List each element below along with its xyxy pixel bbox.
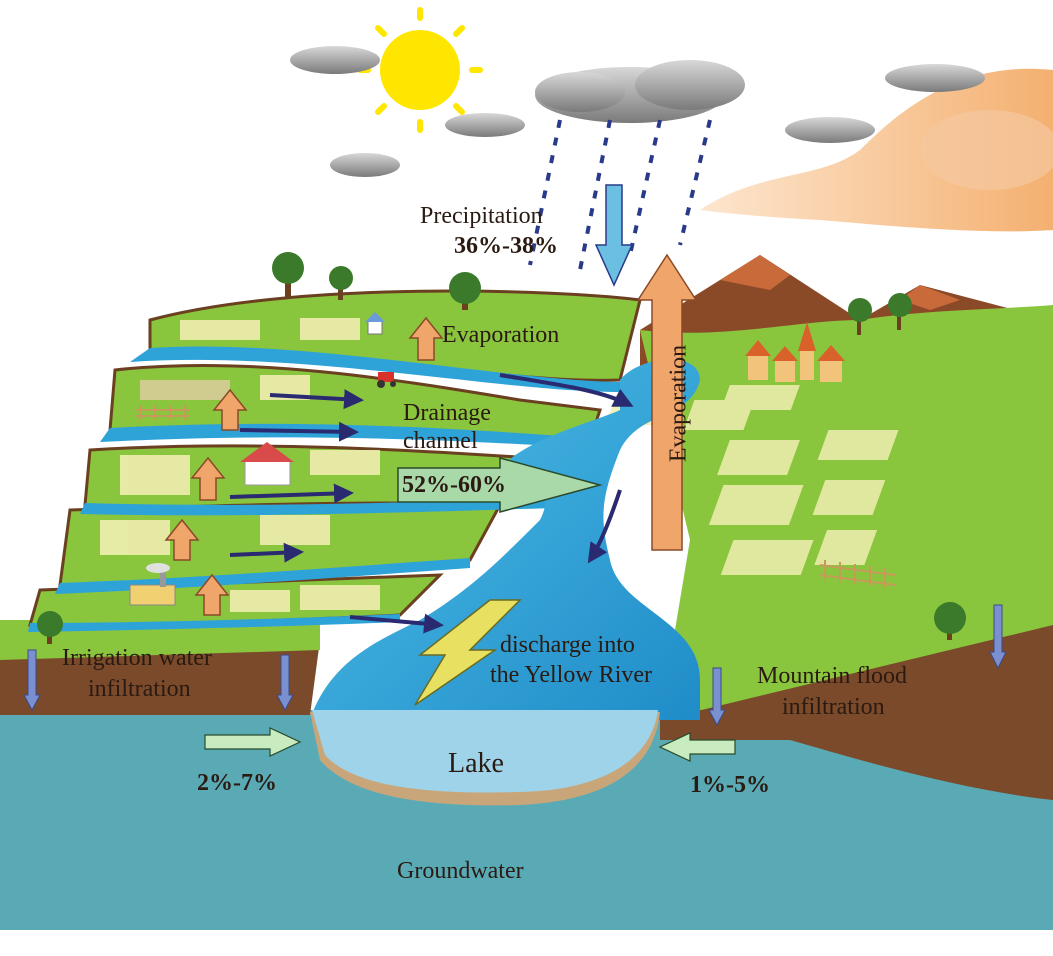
sunset-cloud: [700, 68, 1053, 232]
left-inflow-percent: 2%-7%: [197, 770, 277, 796]
irrigation-label-line1: Irrigation water: [62, 645, 212, 671]
rain-drops: [528, 119, 712, 271]
groundwater-arrow-left: [204, 727, 302, 757]
discharge-label-line2: the Yellow River: [490, 662, 652, 688]
groundwater-label: Groundwater: [397, 858, 524, 884]
mountain-flood-label-line2: infiltration: [782, 694, 885, 720]
village-icon: [745, 322, 845, 382]
left-field-plots: [100, 318, 380, 612]
precipitation-percent: 36%-38%: [454, 233, 558, 259]
lake-label: Lake: [448, 748, 504, 779]
mountain-flood-label-line1: Mountain flood: [757, 663, 907, 689]
discharge-label-line1: discharge into: [500, 632, 635, 658]
factory-icon: [129, 563, 176, 606]
precipitation-arrow: [594, 184, 634, 287]
drainage-percent: 52%-60%: [402, 472, 506, 498]
groundwater-arrow-right: [658, 732, 736, 762]
drainage-channel-label-line1: Drainage: [403, 400, 491, 426]
right-inflow-percent: 1%-5%: [690, 772, 770, 798]
evaporation-label: Evaporation: [442, 322, 560, 348]
evaporation-arrows-small: [164, 316, 444, 616]
house-icon: [240, 312, 385, 486]
lake: [312, 710, 658, 793]
drainage-channel-label-line2: channel: [403, 428, 478, 454]
drainage-arrow: [397, 457, 603, 513]
evaporation-arrow-large: [636, 253, 698, 551]
river: [310, 359, 700, 720]
cloud-icon: [290, 46, 985, 177]
fence-icon: [819, 560, 896, 588]
discharge-arrow: [414, 599, 522, 706]
soil-left: [0, 640, 320, 715]
tractor-icon: [377, 372, 396, 388]
rain-cloud-icon: [535, 60, 745, 123]
precipitation-label: Precipitation: [420, 203, 543, 229]
irrigation-label-line2: infiltration: [88, 676, 191, 702]
evaporation-vertical-label: Evaporation: [665, 344, 692, 463]
flow-arrows: [229, 373, 634, 634]
tree-icon: [37, 252, 966, 644]
fence-icon: [135, 405, 190, 420]
infiltration-arrows: [23, 604, 1007, 727]
